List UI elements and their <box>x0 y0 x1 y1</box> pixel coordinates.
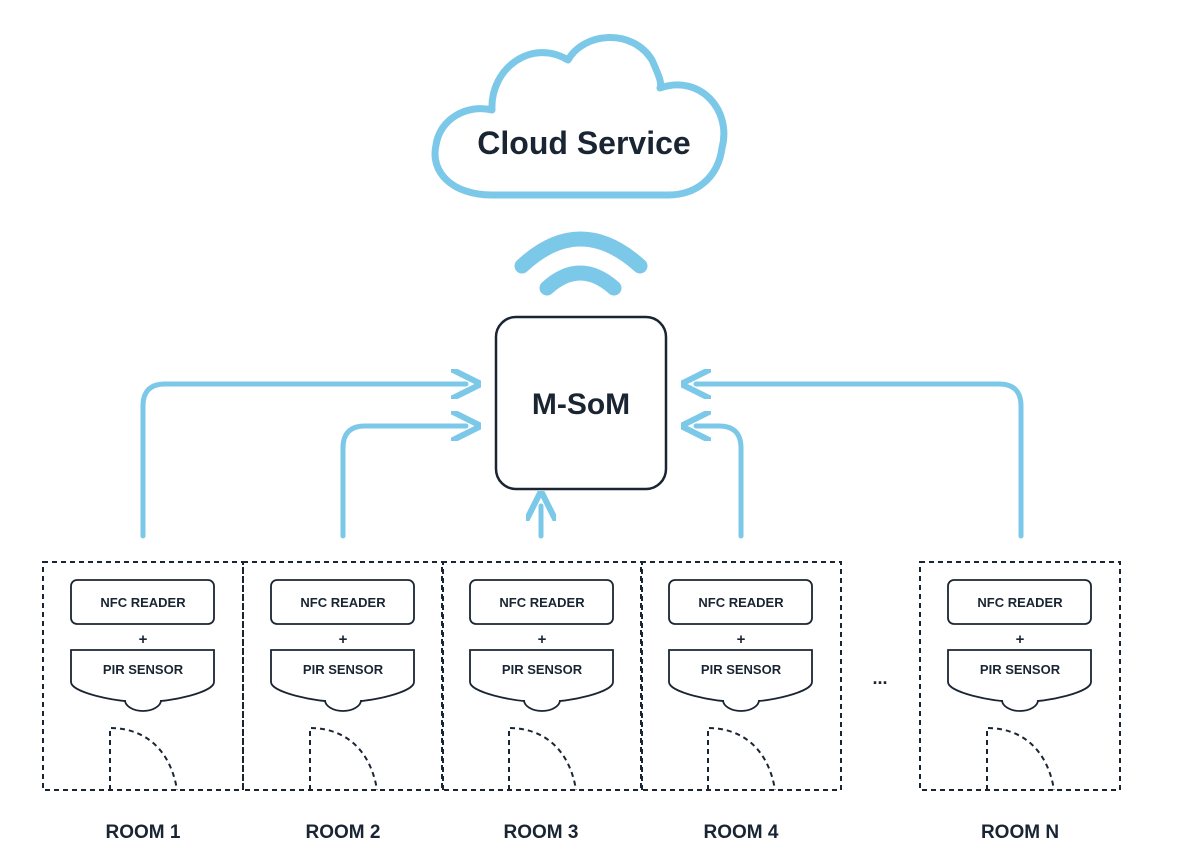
nfc-reader-label: NFC READER <box>698 595 784 610</box>
door-icon <box>986 726 1055 791</box>
room-label: ROOM 1 <box>106 822 181 843</box>
nfc-reader-box <box>70 579 215 625</box>
connector-room-2 <box>340 426 466 539</box>
room-boundary <box>640 561 842 791</box>
plus-sign: + <box>737 631 746 648</box>
plus-sign: + <box>538 631 547 648</box>
room-label: ROOM 4 <box>704 822 779 843</box>
nfc-reader-box <box>270 579 415 625</box>
hub-box <box>494 315 668 491</box>
pir-sensor-label: PIR SENSOR <box>701 662 782 677</box>
connector-room-1 <box>140 384 466 539</box>
room-3: NFC READER + PIR SENSOR <box>441 561 643 791</box>
door-icon <box>707 726 776 791</box>
room-boundary <box>242 561 444 791</box>
connectors <box>140 384 1024 539</box>
pir-sensor-label: PIR SENSOR <box>502 662 583 677</box>
pir-sensor-label: PIR SENSOR <box>303 662 384 677</box>
room-1: NFC READER + PIR SENSOR <box>42 561 244 791</box>
hub-label: M-SoM <box>532 388 630 421</box>
pir-lens-icon <box>324 699 362 712</box>
room-label: ROOM N <box>981 822 1059 843</box>
connector-room-4 <box>696 426 744 539</box>
plus-sign: + <box>139 631 148 648</box>
pir-lens-icon <box>124 699 162 712</box>
nfc-reader-label: NFC READER <box>100 595 186 610</box>
door-icon <box>309 726 378 791</box>
door-icon <box>508 726 577 791</box>
cloud-service: Cloud Service <box>431 34 728 199</box>
nfc-reader-box <box>469 579 614 625</box>
room-labels: ROOM 1 ROOM 2 ROOM 3 ROOM 4 ROOM N <box>106 822 1060 843</box>
nfc-reader-box <box>947 579 1092 625</box>
more-rooms-ellipsis: ... <box>872 668 887 688</box>
room-label: ROOM 3 <box>504 822 579 843</box>
pir-lens-icon <box>523 699 561 712</box>
pir-sensor-label: PIR SENSOR <box>980 662 1061 677</box>
wifi-signal-icon <box>514 231 648 296</box>
cloud-icon <box>431 34 728 199</box>
nfc-reader-label: NFC READER <box>300 595 386 610</box>
plus-sign: + <box>339 631 348 648</box>
nfc-reader-label: NFC READER <box>499 595 585 610</box>
room-boundary <box>919 561 1121 791</box>
room-2: NFC READER + PIR SENSOR <box>242 561 444 791</box>
nfc-reader-box <box>668 579 813 625</box>
pir-lens-icon <box>1001 699 1039 712</box>
door-icon <box>109 726 178 791</box>
nfc-reader-label: NFC READER <box>977 595 1063 610</box>
room-n: NFC READER + PIR SENSOR <box>919 561 1121 791</box>
pir-sensor-label: PIR SENSOR <box>103 662 184 677</box>
room-boundary <box>441 561 643 791</box>
room-boundary <box>42 561 244 791</box>
room-label: ROOM 2 <box>306 822 381 843</box>
room-4: NFC READER + PIR SENSOR <box>640 561 842 791</box>
plus-sign: + <box>1016 631 1025 648</box>
connector-room-n <box>696 384 1024 539</box>
pir-lens-icon <box>722 699 760 712</box>
hub-m-som: M-SoM <box>494 315 668 491</box>
cloud-service-label: Cloud Service <box>477 125 690 161</box>
